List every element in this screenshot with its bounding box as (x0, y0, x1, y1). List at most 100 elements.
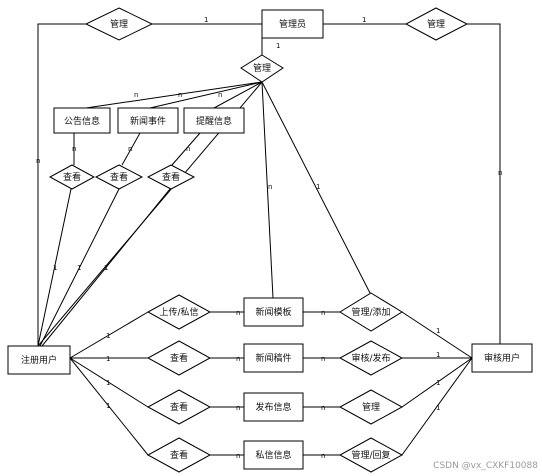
edge-report-view3 (171, 132, 201, 166)
entity-news-draft-label: 新闻稿件 (255, 352, 291, 364)
relation-review-publish-label: 审核/发布 (351, 352, 390, 364)
card-center-manageadd: 1 (316, 183, 320, 191)
relation-manage-center-label: 管理 (253, 62, 271, 74)
card-left-user: n (36, 157, 40, 165)
relation-manage-add: 管理/添加 (339, 292, 403, 332)
entity-admin: 管理员 (261, 9, 324, 39)
card-upload-newsboard: n (236, 309, 240, 317)
card-newsdraft-reviewpublish: n (321, 355, 325, 363)
watermark: CSDN @vx_CXKF10088 (433, 461, 538, 471)
card-viewpublish-publishinfo: n (236, 404, 240, 412)
edge-center-newsboard (261, 81, 274, 299)
card-right-review: n (498, 169, 502, 177)
relation-manage-left: 管理 (84, 7, 154, 41)
card-managereply-review: 1 (436, 404, 440, 412)
relation-manage-publish: 管理 (338, 389, 404, 425)
card-center-newsevent: n (178, 91, 182, 99)
entity-registered-user-label: 注册用户 (21, 354, 57, 366)
entity-news-event: 新闻事件 (117, 107, 179, 134)
edge-view2-user (39, 188, 120, 347)
relation-view-2-label: 查看 (110, 171, 128, 183)
relation-view-private: 查看 (146, 437, 212, 473)
card-center-report: n (218, 91, 222, 99)
entity-publish-info-label: 发布信息 (255, 401, 291, 413)
relation-manage-publish-label: 管理 (362, 401, 380, 413)
relation-view-1: 查看 (48, 164, 96, 190)
entity-news-board: 新闻模板 (243, 297, 304, 327)
edge-manage-right-review (467, 23, 501, 346)
relation-view-2: 查看 (94, 164, 144, 190)
card-privatemsg-managereply: n (321, 452, 325, 460)
entity-report: 提醒信息 (183, 107, 245, 134)
entity-news-board-label: 新闻模板 (255, 306, 291, 318)
relation-manage-reply-label: 管理/回复 (351, 449, 390, 461)
card-center-announcement: n (134, 91, 138, 99)
card-view2-user: 1 (77, 264, 81, 272)
edge-center-announcement (85, 81, 263, 109)
edge-user-upload (69, 311, 149, 359)
card-announcement-view: n (72, 145, 76, 153)
relation-upload: 上传/私信 (146, 294, 212, 330)
entity-admin-label: 管理员 (279, 18, 306, 30)
relation-view-1-label: 查看 (63, 171, 81, 183)
card-report-view: n (186, 145, 190, 153)
relation-manage-center: 管理 (240, 54, 284, 83)
relation-view-draft-label: 查看 (170, 352, 188, 364)
card-user-viewdraft: 1 (106, 355, 110, 363)
entity-registered-user: 注册用户 (7, 345, 71, 375)
card-newsboard-manageadd: n (321, 309, 325, 317)
edge-newsevent-view2 (121, 132, 141, 166)
edge-view3-user (41, 188, 171, 347)
card-viewprivate-privatemsg: n (236, 452, 240, 460)
relation-manage-right-label: 管理 (427, 18, 445, 30)
edge-managepublish-review (401, 357, 473, 408)
entity-report-label: 提醒信息 (196, 115, 232, 127)
edge-center-manageadd (261, 81, 371, 294)
relation-manage-left-label: 管理 (110, 18, 128, 30)
card-viewdraft-newsdraft: n (236, 355, 240, 363)
relation-view-private-label: 查看 (170, 449, 188, 461)
card-user-upload: 1 (106, 332, 110, 340)
card-center-newsboard: n (268, 183, 272, 191)
card-manageadd-review: 1 (436, 327, 440, 335)
relation-view-3: 查看 (146, 164, 196, 190)
cardinalities: 1 1 1 n n n n n n n 1 1 1 n 1 n 1 1 1 1 … (36, 16, 502, 460)
edge-center-report (213, 81, 263, 109)
entity-publish-info: 发布信息 (243, 392, 304, 422)
entity-announcement: 公告信息 (53, 107, 111, 134)
entity-review-user-label: 审核用户 (484, 352, 520, 364)
card-managepublish-review: 1 (436, 379, 440, 387)
card-admin-left: 1 (204, 16, 208, 24)
card-admin-center: 1 (276, 42, 280, 50)
entity-announcement-label: 公告信息 (64, 115, 100, 127)
relation-manage-right: 管理 (404, 7, 469, 41)
edge-user-viewpublish (69, 357, 149, 408)
entity-private-msg-label: 私信信息 (255, 449, 291, 461)
relation-view-3-label: 查看 (162, 171, 180, 183)
card-publishinfo-managepublish: n (321, 404, 325, 412)
edge-manage-left-user (37, 23, 86, 346)
card-reviewpublish-review: 1 (436, 351, 440, 359)
card-user-viewpublish: 1 (106, 379, 110, 387)
entity-review-user: 审核用户 (471, 343, 533, 373)
relation-manage-reply: 管理/回复 (338, 437, 404, 473)
edge-view1-user (37, 188, 72, 347)
relation-manage-add-label: 管理/添加 (351, 306, 390, 318)
relation-view-publish-label: 查看 (170, 401, 188, 413)
edge-user-viewprivate (69, 357, 149, 456)
relation-review-publish: 审核/发布 (338, 340, 404, 376)
card-view1-user: 1 (53, 264, 57, 272)
relation-view-publish: 查看 (146, 389, 212, 425)
entity-news-event-label: 新闻事件 (130, 115, 166, 127)
card-newsevent-view: n (128, 145, 132, 153)
entity-private-msg: 私信信息 (243, 440, 304, 470)
relation-view-draft: 查看 (146, 340, 212, 376)
edge-center-newsevent (149, 81, 263, 109)
edge-managereply-review (401, 357, 473, 456)
card-admin-right: 1 (362, 16, 366, 24)
entity-news-draft: 新闻稿件 (243, 343, 304, 373)
card-view3-user: 1 (104, 264, 108, 272)
relation-upload-label: 上传/私信 (159, 306, 198, 318)
edge-manageadd-review (401, 311, 473, 359)
